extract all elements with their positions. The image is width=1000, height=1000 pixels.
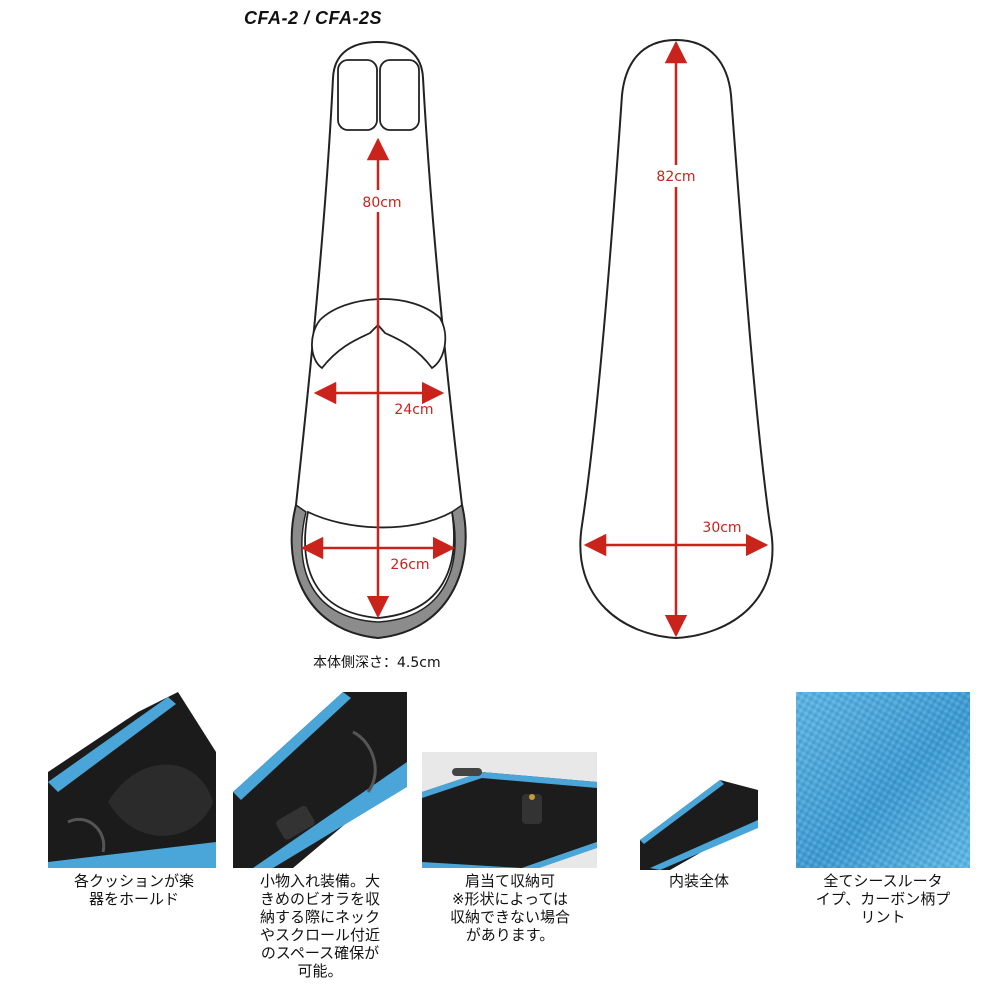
caption-shoulder-rest: 肩当て収納可 ※形状によっては 収納できない場合 があります。 [449, 872, 570, 944]
caption-accessory-pocket: 小物入れ装備。大 きめのビオラを収 納する際にネック やスクロール付近 のスペー… [259, 872, 380, 980]
inner-lower-width-label: 26cm [390, 557, 429, 573]
model-title: CFA-2 / CFA-2S [244, 8, 383, 28]
caption-interior: 内装全体 [668, 872, 729, 890]
outer-case-outline [579, 38, 774, 640]
case-dimension-diagram: 80cm 24cm 26cm 82cm 30cm [290, 38, 774, 640]
depth-note: 本体側深さ：4.5cm [313, 655, 441, 671]
accessory-pocket-left [337, 59, 378, 131]
caption-carbon-pattern: 全てシースルータ イプ、カーボン柄プ リント [815, 872, 951, 926]
inner-case-outline [290, 40, 467, 640]
outer-width-label: 30cm [702, 520, 741, 536]
outer-view [579, 38, 774, 640]
photo-cushions [48, 692, 216, 868]
caption-cushions: 各クッションが楽 器をホールド [73, 872, 194, 908]
photo-interior [640, 780, 758, 870]
inner-length-label: 80cm [362, 195, 401, 211]
accessory-pocket-right [379, 59, 420, 131]
photo-shoulder-rest [422, 752, 597, 868]
photo-carbon-pattern [796, 692, 970, 868]
shoulder-cushion [311, 298, 447, 370]
outer-length-label: 82cm [656, 169, 695, 185]
inner-upper-width-label: 24cm [394, 402, 433, 418]
photo-accessory-pocket [233, 692, 407, 868]
